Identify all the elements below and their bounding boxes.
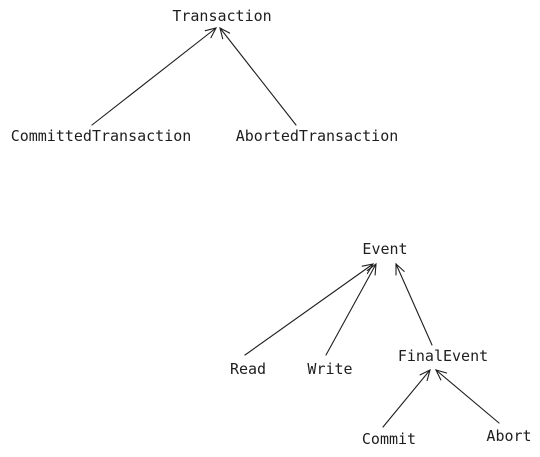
arrowhead-icon [434, 369, 448, 381]
edge-line [91, 27, 217, 126]
node-committed-transaction: CommittedTransaction [11, 127, 192, 145]
edge-line [325, 263, 377, 356]
edge-commit-to-finalevent [382, 368, 431, 428]
arrowhead-icon [419, 368, 431, 382]
arrowhead-icon [219, 26, 231, 40]
node-transaction: Transaction [172, 7, 271, 25]
edge-line [435, 369, 500, 424]
edge-line [244, 263, 374, 356]
edge-abort-to-finalevent [434, 369, 500, 424]
node-final-event: FinalEvent [398, 347, 488, 365]
node-abort: Abort [486, 427, 531, 445]
node-event: Event [362, 240, 407, 258]
arrowhead-icon [395, 262, 405, 276]
node-commit: Commit [362, 430, 416, 448]
node-aborted-transaction: AbortedTransaction [236, 127, 399, 145]
edge-line [395, 263, 433, 346]
arrowhead-icon [204, 27, 218, 39]
edges-layer [91, 26, 500, 428]
edge-line [382, 369, 431, 428]
node-read: Read [230, 360, 266, 378]
node-write: Write [307, 360, 352, 378]
edge-write-to-event [325, 262, 377, 356]
edge-line [219, 27, 297, 126]
arrowhead-icon [366, 262, 377, 276]
edge-committed-to-transaction [91, 27, 218, 126]
arrowhead-icon [361, 263, 375, 275]
edge-read-to-event [244, 263, 375, 356]
edge-finalevent-to-event [395, 262, 433, 346]
edge-aborted-to-transaction [219, 26, 297, 126]
